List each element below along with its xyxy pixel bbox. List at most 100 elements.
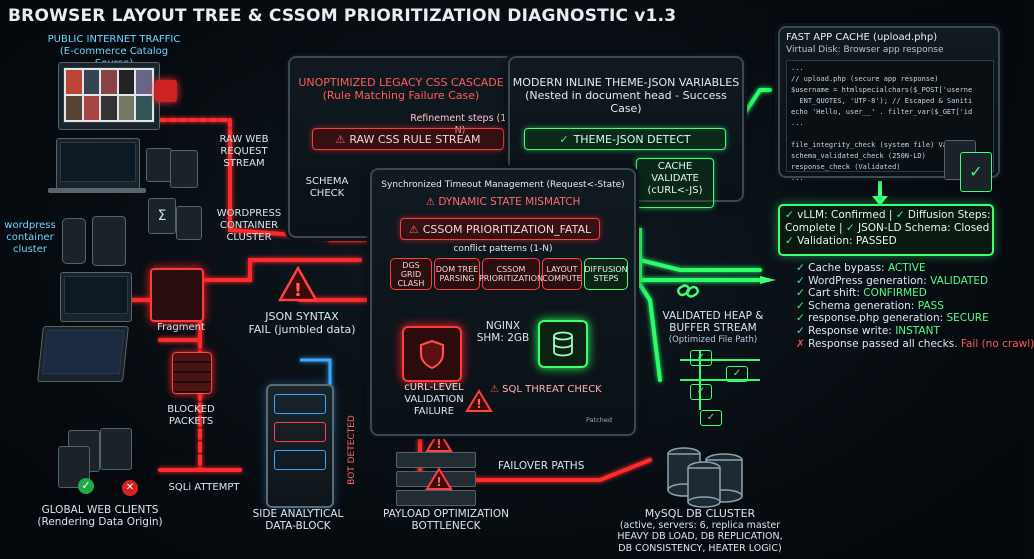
svg-text:!: !: [436, 475, 441, 489]
checklist-value: PASS: [917, 299, 944, 312]
shield-icon: [402, 326, 462, 382]
cache-panel-subtitle: Virtual Disk: Browser app response: [786, 45, 944, 55]
warning-icon: ⚠: [408, 222, 419, 236]
check-icon: ✓: [796, 287, 809, 300]
code-line: [791, 129, 989, 140]
fragment-label: Fragment: [157, 322, 205, 333]
check-icon: ✓: [726, 366, 748, 382]
check-icon: ✓: [690, 350, 712, 366]
conflict-patterns-label: conflict patterns (1-N): [453, 244, 553, 254]
warning-icon: !: [277, 265, 319, 302]
checklist-value: Fail (no crawl): [960, 337, 1034, 350]
cssom-fatal-box: ⚠CSSOM PRIORITIZATION_FATAL: [400, 218, 600, 240]
checklist-value: INSTANT: [895, 324, 940, 337]
warning-icon: ⚠: [335, 132, 346, 146]
raw-css-stream-box: ⚠RAW CSS RULE STREAM: [312, 128, 504, 150]
checklist-value: CONFIRMED: [863, 287, 927, 300]
check-icon: ✓: [796, 262, 809, 274]
checklist-label: Response passed all checks.: [808, 337, 961, 350]
mysql-database-icon: [664, 440, 748, 508]
checklist-label: response.php generation:: [808, 312, 947, 325]
global-clients-label: GLOBAL WEB CLIENTS(Rendering Data Origin…: [37, 504, 163, 528]
checklist-label: Response write:: [808, 324, 896, 337]
checklist-item: ✓ Cache bypass: ACTIVE: [796, 262, 1016, 275]
checklist-item: ✓ WordPress generation: VALIDATED: [796, 275, 1016, 288]
refinement-label: Refinement steps (1-N): [410, 113, 510, 136]
catalog-badge-icon: [155, 80, 177, 102]
svg-text:!: !: [476, 397, 481, 411]
code-line: ENT_QUOTES, 'UTF-8'); // Escaped & Sanit…: [791, 97, 973, 105]
blocked-packets-icon: [172, 352, 212, 394]
check-icon: ✓: [785, 209, 798, 221]
theme-json-detect-box: ✓ THEME-JSON DETECT: [524, 128, 726, 150]
document-icon-cache-2: ✓: [960, 152, 992, 192]
svg-text:!: !: [294, 280, 302, 301]
side-data-block-icon: [266, 384, 334, 508]
check-icon: ✓: [78, 478, 94, 494]
checklist-value: SECURE: [946, 312, 989, 325]
code-line: echo 'Hello, user__' . filter_var($_GET[…: [791, 108, 973, 116]
check-icon: ✓: [796, 312, 809, 325]
laptop-icon: [56, 138, 140, 190]
cross-icon: ✗: [796, 337, 809, 350]
sync-timeout-panel: Synchronized Timeout Management (Request…: [370, 168, 636, 436]
check-icon: ✓: [796, 324, 809, 337]
code-line: ...: [791, 64, 804, 72]
checklist-value: VALIDATED: [930, 274, 989, 287]
checklist-label: WordPress generation:: [808, 274, 931, 287]
checklist-item: ✓ response.php generation: SECURE: [796, 312, 1016, 325]
cache-panel-title: FAST APP CACHE (upload.php): [786, 32, 938, 43]
catalog-monitor: [58, 62, 160, 130]
theme-json-detect-label: THEME-JSON DETECT: [573, 132, 691, 146]
checklist-item: ✗ Response passed all checks. Fail (no c…: [796, 337, 1034, 351]
cssom-fatal-label: CSSOM PRIORITIZATION_FATAL: [422, 222, 592, 236]
checklist-item: ✓ Cart shift: CONFIRMED: [796, 287, 1016, 300]
checklist-item: ✓ Schema generation: PASS: [796, 300, 1016, 313]
phone-icon: [62, 218, 86, 264]
code-line: // upload.php (secure app response): [791, 75, 939, 83]
warning-icon: ⚠: [425, 196, 439, 208]
code-line: ...: [791, 119, 804, 127]
patched-badge: Patched: [586, 416, 612, 424]
check-icon: ✓: [700, 410, 722, 426]
sqli-label: SQLi ATTEMPT: [168, 482, 240, 493]
link-icon: [677, 284, 699, 298]
document-icon-5: [100, 428, 132, 470]
sigma-icon: Σ: [148, 198, 176, 234]
mysql-label: MySQL DB CLUSTER(active, servers: 6, rep…: [617, 507, 783, 554]
bot-detected-label: BOT DETECTED: [347, 415, 357, 485]
document-icon-3: [176, 206, 202, 240]
check-icon: ✓: [969, 162, 983, 181]
checklist-value: ACTIVE: [887, 262, 926, 274]
code-line: $username = htmlspecialchars($_POST['use…: [791, 86, 973, 94]
sync-panel-title: Synchronized Timeout Management (Request…: [381, 180, 625, 190]
checklist-label: Cart shift:: [808, 287, 864, 300]
fragment-server-icon: [150, 268, 204, 322]
raw-css-label: RAW CSS RULE STREAM: [349, 132, 481, 146]
document-icon-2: [170, 150, 198, 188]
dynamic-mismatch-label: ⚠ DYNAMIC STATE MISMATCH: [425, 196, 581, 208]
checklist-label: Cache bypass:: [808, 262, 888, 274]
code-line: response_check (Validated): [791, 163, 901, 171]
warning-icon: ⚠: [490, 384, 503, 395]
close-icon: ✕: [122, 480, 138, 496]
warning-icon-payload-1: !: [425, 429, 453, 452]
vllm-status-box: ✓ vLLM: Confirmed | ✓ Diffusion Steps: C…: [778, 204, 994, 256]
check-icon: ✓: [559, 132, 569, 146]
warning-icon-sync: !: [465, 389, 493, 412]
